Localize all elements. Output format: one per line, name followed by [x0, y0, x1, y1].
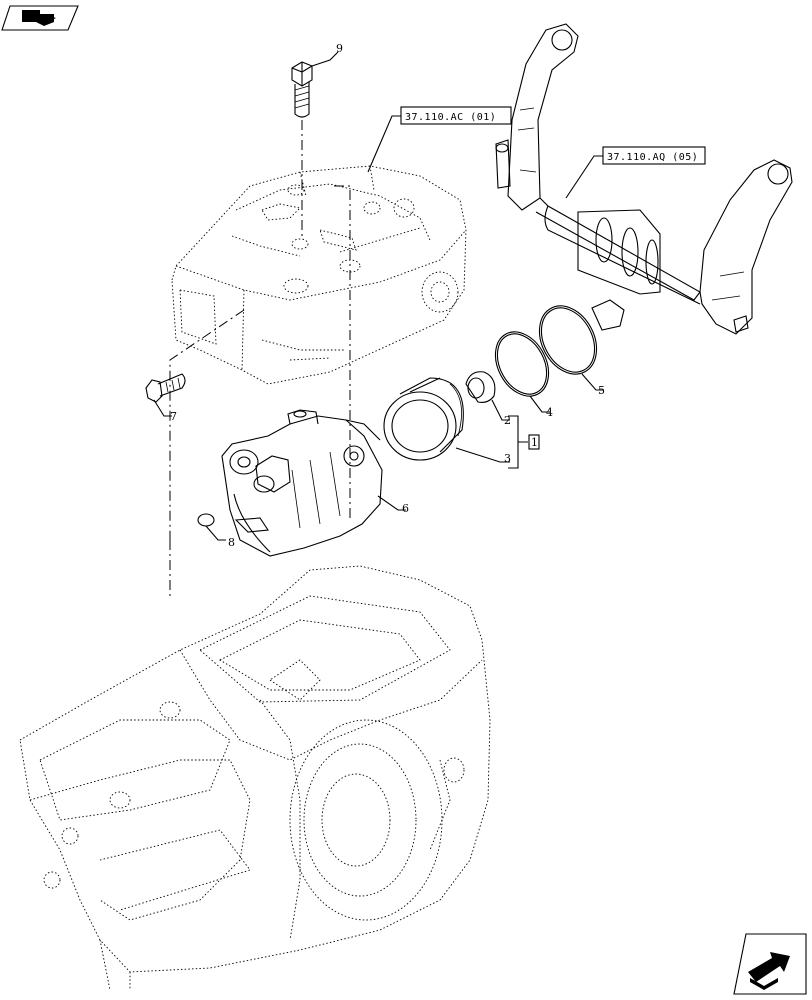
leader-8	[205, 525, 226, 541]
housing-axis-left	[169, 309, 245, 540]
leader-6	[377, 495, 406, 511]
o-ring-4	[494, 331, 550, 397]
leader-4	[529, 395, 550, 413]
lift-arm-shaft	[495, 23, 793, 335]
plug-2	[465, 371, 496, 403]
reference-top-label: 37.110.AC (01)	[405, 112, 496, 123]
bracket-1	[508, 415, 528, 469]
lift-cover-housing	[171, 165, 467, 385]
callout-9: 9	[336, 42, 343, 55]
callout-2: 2	[504, 414, 511, 427]
leader-2	[491, 399, 510, 421]
callout-1-box	[528, 434, 540, 450]
callout-5: 5	[598, 384, 605, 397]
backup-ring-5	[538, 305, 598, 375]
leader-3	[455, 447, 510, 463]
callout-1: 1	[531, 436, 538, 449]
previous-page-icon[interactable]	[1, 5, 79, 31]
leader-9	[311, 51, 339, 67]
callout-8: 8	[228, 536, 235, 549]
o-ring-8	[197, 513, 215, 527]
callout-7: 7	[170, 410, 177, 423]
bolt-9	[291, 61, 313, 118]
callout-4: 4	[546, 406, 553, 419]
housing-axis-right	[334, 185, 351, 448]
callout-3: 3	[504, 452, 511, 465]
leader-ref-top	[367, 115, 401, 173]
reference-right-label: 37.110.AQ (05)	[607, 152, 698, 163]
reference-box-top[interactable]: 37.110.AC (01)	[400, 106, 512, 125]
piston-3	[383, 377, 464, 461]
leader-5	[581, 373, 604, 391]
next-page-icon[interactable]	[733, 933, 807, 995]
leader-7	[153, 399, 172, 417]
callout-6: 6	[402, 502, 409, 515]
reference-box-right[interactable]: 37.110.AQ (05)	[602, 146, 706, 165]
bolt-7	[145, 373, 186, 403]
lift-cylinder-6	[221, 409, 383, 557]
rear-axle-housing	[19, 565, 491, 991]
leader-ref-right	[565, 155, 603, 199]
